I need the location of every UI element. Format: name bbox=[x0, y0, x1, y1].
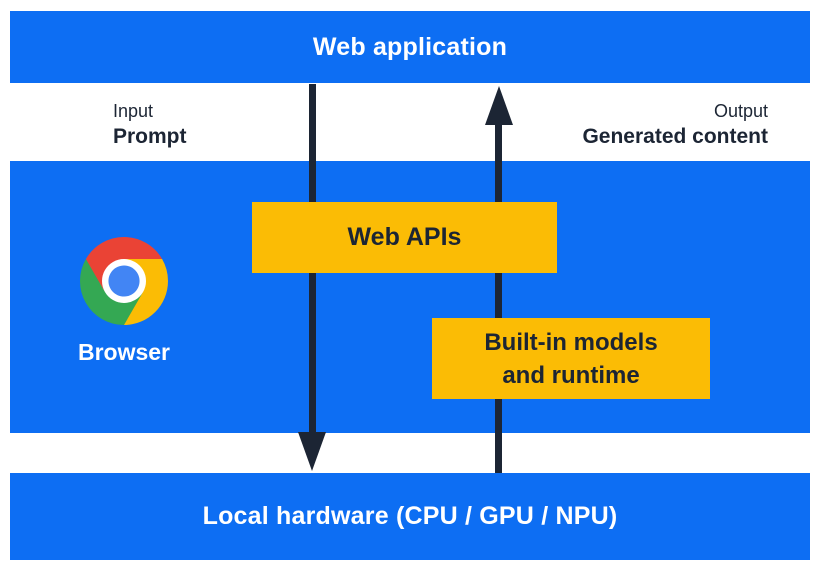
output-generated-content-arrow-line bbox=[495, 121, 502, 473]
web-application-label: Web application bbox=[312, 32, 508, 61]
browser-badge: Browser bbox=[60, 237, 188, 366]
web-apis-label: Web APIs bbox=[347, 223, 462, 251]
web-application-bar: Web application bbox=[10, 11, 810, 83]
builtin-models-label-line1: Built-in models bbox=[484, 328, 658, 356]
local-hardware-label: Local hardware (CPU / GPU / NPU) bbox=[202, 502, 618, 530]
browser-label: Browser bbox=[77, 339, 171, 365]
output-caption: Output bbox=[713, 101, 768, 121]
local-hardware-bar: Local hardware (CPU / GPU / NPU) bbox=[10, 473, 810, 560]
output-value: Generated content bbox=[582, 125, 768, 148]
chrome-icon bbox=[80, 237, 168, 325]
web-apis-box: Web APIs bbox=[252, 202, 557, 273]
arrow-down-icon bbox=[298, 432, 326, 471]
output-label-block: Output Generated content bbox=[582, 100, 768, 150]
builtin-models-label-line2: and runtime bbox=[502, 361, 640, 389]
input-value: Prompt bbox=[113, 125, 187, 148]
builtin-models-box: Built-in models and runtime bbox=[432, 318, 710, 399]
arrow-up-icon bbox=[485, 86, 513, 125]
input-caption: Input bbox=[113, 101, 154, 121]
input-label-block: Input Prompt bbox=[113, 100, 187, 150]
